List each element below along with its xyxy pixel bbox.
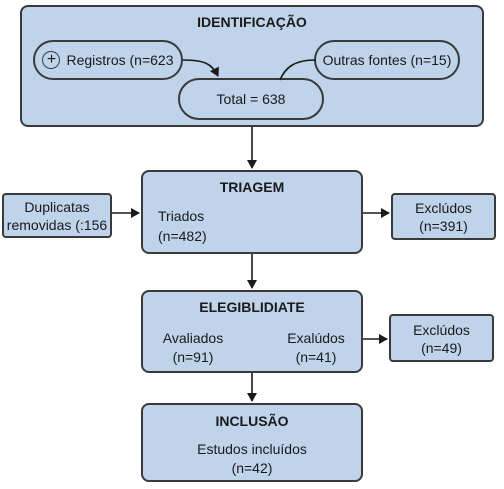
plus-circle-icon: + xyxy=(42,51,61,69)
identification-title: IDENTIFICAÇÃO xyxy=(197,14,307,30)
total-pill: Total = 638 xyxy=(178,78,324,120)
included-label: Estudos incluídos xyxy=(197,441,307,457)
other-sources-pill: Outras fontes (n=15) xyxy=(314,40,460,80)
records-to-total-arrow xyxy=(182,59,219,77)
excluded-eligibility-box: Exclúdos (n=49) xyxy=(389,314,494,362)
eligibility-excluded-count: (n=41) xyxy=(295,349,337,365)
inclusion-box: INCLUSÃO Estudos incluídos (n=42) xyxy=(141,403,363,482)
records-pill: + Registros (n=623 xyxy=(33,40,183,80)
screening-title: TRIAGEM xyxy=(219,179,285,195)
duplicates-line1: Duplicatas xyxy=(24,199,90,215)
excluded-screening-label: Exclúdos xyxy=(415,200,472,216)
excluded-screening-box: Exclúdos (n=391) xyxy=(391,193,496,240)
duplicates-line2: removidas (:156 xyxy=(6,217,108,233)
inclusion-title: INCLUSÃO xyxy=(215,413,289,429)
other-sources-label: Outras fontes (n=15) xyxy=(322,52,452,68)
records-label: Registros (n=623 xyxy=(66,52,174,68)
assessed-label: Avaliados xyxy=(162,330,224,346)
excluded-eligibility-count: (n=49) xyxy=(421,340,462,356)
assessed-count: (n=91) xyxy=(172,349,214,365)
eligibility-title: ELEGIBLIDIATE xyxy=(199,299,305,315)
screening-box: TRIAGEM Triados (n=482) xyxy=(141,170,363,254)
excluded-eligibility-label: Exclúdos xyxy=(413,322,470,338)
total-label: Total = 638 xyxy=(216,91,286,107)
other-sources-to-total-line xyxy=(279,59,317,81)
included-count: (n=42) xyxy=(231,460,273,476)
eligibility-box: ELEGIBLIDIATE Avaliados (n=91) Exalúdos … xyxy=(141,290,363,373)
excluded-screening-count: (n=391) xyxy=(419,218,468,234)
eligibility-excluded-label: Exalúdos xyxy=(287,330,345,346)
screened-label: Triados xyxy=(158,208,205,224)
duplicates-box: Duplicatas removidas (:156 xyxy=(2,193,112,238)
screened-count: (n=482) xyxy=(158,228,207,244)
